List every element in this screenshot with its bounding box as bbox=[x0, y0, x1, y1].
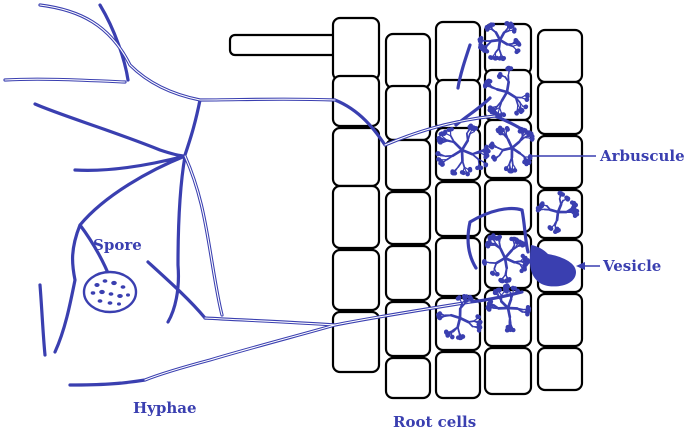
arbuscule bbox=[435, 123, 491, 177]
root-cell bbox=[483, 178, 533, 234]
root-cell bbox=[536, 292, 584, 348]
spore-label: Spore bbox=[93, 236, 142, 254]
arbuscule bbox=[477, 21, 522, 62]
root-cell bbox=[434, 350, 482, 400]
arbuscule bbox=[485, 283, 532, 333]
spore-body bbox=[82, 270, 138, 314]
spore-contents bbox=[90, 279, 130, 306]
root-cell bbox=[434, 236, 482, 298]
root-cell bbox=[536, 134, 584, 190]
vesicle-pointer-arrow bbox=[576, 262, 600, 270]
root-cell bbox=[384, 244, 432, 302]
vesicle-body bbox=[530, 245, 576, 287]
root-cell bbox=[384, 32, 432, 90]
vesicle bbox=[530, 245, 576, 287]
spore bbox=[82, 270, 138, 314]
arbuscule-label: Arbuscule bbox=[599, 147, 685, 165]
arbuscule bbox=[436, 293, 483, 341]
hyphae-label: Hyphae bbox=[133, 399, 197, 417]
arbuscules bbox=[435, 21, 580, 341]
root-cell bbox=[384, 138, 432, 192]
root-cells-label: Root cells bbox=[393, 413, 476, 431]
arbuscule bbox=[481, 233, 531, 284]
hyphae-network bbox=[3, 3, 534, 387]
root-cell bbox=[331, 126, 381, 188]
root-cell bbox=[384, 356, 432, 400]
root-cell bbox=[536, 346, 584, 392]
root-cell bbox=[331, 184, 381, 250]
root-cell bbox=[331, 248, 381, 312]
root-cell bbox=[384, 190, 432, 246]
vesicle-label: Vesicle bbox=[602, 257, 661, 275]
hypha-lumen bbox=[4, 4, 496, 381]
arbuscule bbox=[488, 125, 535, 174]
root-cell bbox=[434, 180, 482, 238]
arbuscule bbox=[535, 190, 580, 235]
root-cell bbox=[331, 310, 381, 374]
root-cell bbox=[536, 28, 584, 84]
root-cell bbox=[434, 20, 482, 84]
arbuscule bbox=[482, 65, 530, 118]
root-cell bbox=[483, 346, 533, 396]
root-cell bbox=[331, 16, 381, 82]
root-hair-cell bbox=[228, 33, 347, 57]
root-cell bbox=[536, 80, 584, 136]
